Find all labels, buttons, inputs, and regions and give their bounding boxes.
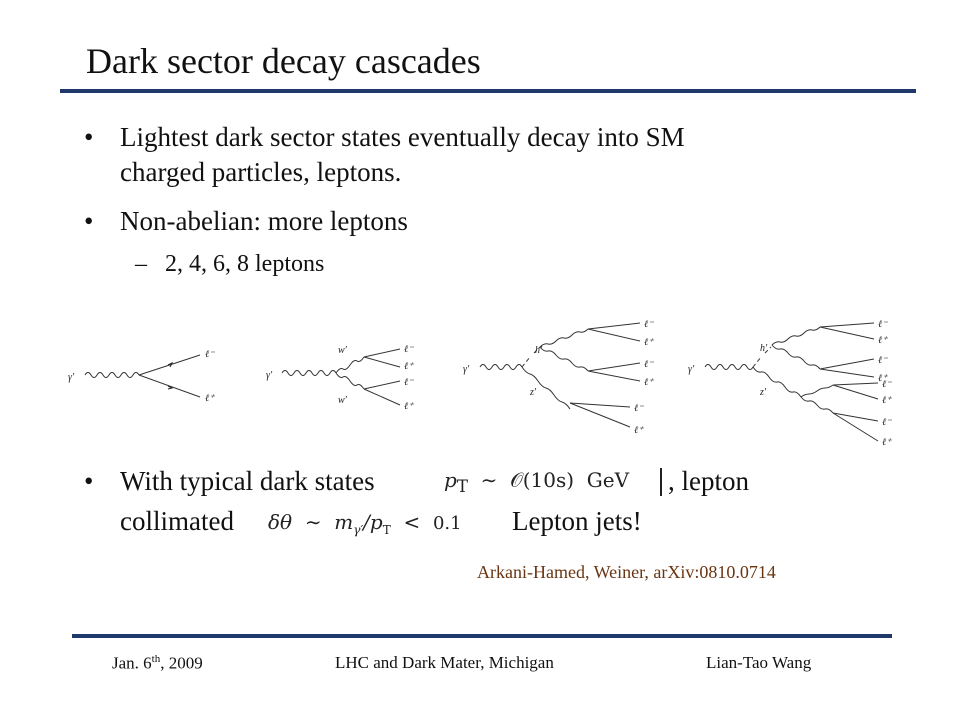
math-sim: ∼ [304,510,322,534]
w-line [335,372,365,390]
lepton-plus-label: ℓ⁺ [404,361,414,372]
h-label: h′ [760,343,768,354]
gamma-label: γ′ [463,364,470,375]
lepton-minus-label: ℓ⁻ [882,379,892,390]
lepton-plus-label: ℓ⁺ [634,425,644,436]
bullet-text-lepton-jets: Lepton jets! [512,506,642,536]
sub-bullet-text: 2, 4, 6, 8 leptons [165,251,325,277]
bullet-lightest-states: • Lightest dark sector states eventually… [84,120,685,190]
collimation-formula: δθ ∼ mγ′/pT < 0.1 [268,510,462,537]
diagram-six-leptons [479,322,641,428]
h-line [752,346,772,368]
bullet-text-line: Lightest dark sector states eventually d… [120,122,685,152]
bullet-text-line: With typical dark states [120,466,375,496]
photon-line [479,364,523,370]
math-dtheta: δθ [268,510,293,534]
math-p: p [444,468,457,492]
lepton-minus-label: ℓ⁻ [878,319,888,330]
wavy-line [539,346,589,372]
lepton-minus-label: ℓ⁻ [205,349,215,360]
photon-line [281,370,337,376]
footer-author: Lian-Tao Wang [706,653,812,672]
wavy-line [800,396,834,414]
feynman-diagrams: γ′ ℓ⁻ ℓ⁺ γ′ w′ w′ ℓ⁻ ℓ⁺ ℓ⁻ ℓ⁺ γ′ h′ z′ ℓ… [68,319,892,448]
math-sub-t: T [456,477,468,496]
h-label: h′ [535,345,543,356]
slide-title: Dark sector decay cascades [86,41,481,81]
bullet-text-line: Non-abelian: more leptons [120,206,408,236]
lepton-minus-label: ℓ⁻ [404,344,414,355]
math-cursor-bar [660,468,662,496]
lepton-minus-label: ℓ⁻ [404,377,414,388]
wavy-line [771,326,821,346]
gamma-label: γ′ [68,372,75,383]
lepton-plus-label: ℓ⁺ [404,401,414,412]
lepton-minus-label: ℓ⁻ [882,417,892,428]
footer-event: LHC and Dark Mater, Michigan [335,653,554,672]
footer-date-text: Jan. 6 [112,653,152,673]
bullet-non-abelian: • Non-abelian: more leptons [84,204,408,239]
lepton-line [138,374,201,398]
lepton-minus-label: ℓ⁻ [878,355,888,366]
math-lt: < [403,510,421,534]
diagram-two-leptons [84,354,201,398]
w-line [335,356,365,374]
z-label: z′ [529,387,537,398]
bullet-text-line: charged particles, leptons. [120,157,402,187]
h-line [521,346,541,368]
gamma-label: γ′ [266,370,273,381]
math-order: 𝒪(10s) [510,468,575,492]
diagram-eight-leptons [704,322,879,442]
footer-date-year: , 2009 [160,653,203,673]
lepton-plus-label: ℓ⁺ [878,373,888,384]
citation: Arkani-Hamed, Weiner, arXiv:0810.0714 [477,562,776,582]
wavy-line [771,344,821,370]
photon-line [84,372,140,378]
pt-order-formula: pT ∼ 𝒪(10s) GeV [444,468,629,496]
gamma-label: γ′ [688,364,695,375]
lepton-minus-label: ℓ⁻ [644,359,654,370]
footer-date: Jan. 6th, 2009 [112,653,203,674]
lepton-plus-label: ℓ⁺ [205,393,215,404]
math-bound: 0.1 [432,513,462,534]
bullet-typical-dark-states: • With typical dark states [84,464,375,499]
math-m: m [334,510,354,534]
lepton-minus-label: ℓ⁻ [644,319,654,330]
lepton-plus-label: ℓ⁺ [882,395,892,406]
math-gev: GeV [586,468,630,492]
bullet-marker: • [84,466,94,496]
math-sub-t: T [382,523,391,537]
math-slash-p: /p [363,510,383,534]
lepton-plus-label: ℓ⁺ [878,335,888,346]
lepton-minus-label: ℓ⁻ [634,403,644,414]
math-sim: ∼ [480,468,498,492]
bullet-marker: • [84,122,94,152]
z-label: z′ [759,387,767,398]
lepton-line [138,354,201,376]
wavy-line [539,328,589,348]
bullet-text-collimated: collimated [120,506,234,536]
bullet-marker: • [84,206,94,236]
bullet-text-lepton: , lepton [668,466,749,496]
footer-divider [72,634,892,638]
w-label: w′ [338,395,348,406]
lepton-plus-label: ℓ⁺ [644,337,654,348]
sub-bullet-marker: – [135,251,147,277]
w-label: w′ [338,345,348,356]
wavy-line [800,384,834,398]
z-line [521,366,571,410]
photon-line [704,364,754,370]
diagram-four-leptons [281,348,401,406]
sub-bullet-lepton-counts: – 2, 4, 6, 8 leptons [135,248,325,280]
title-divider [60,89,916,93]
z-line [752,366,802,398]
math-sub-gamma: γ′ [353,523,364,537]
lepton-plus-label: ℓ⁺ [882,437,892,448]
footer-date-sup: th [151,653,161,665]
lepton-plus-label: ℓ⁺ [644,377,654,388]
